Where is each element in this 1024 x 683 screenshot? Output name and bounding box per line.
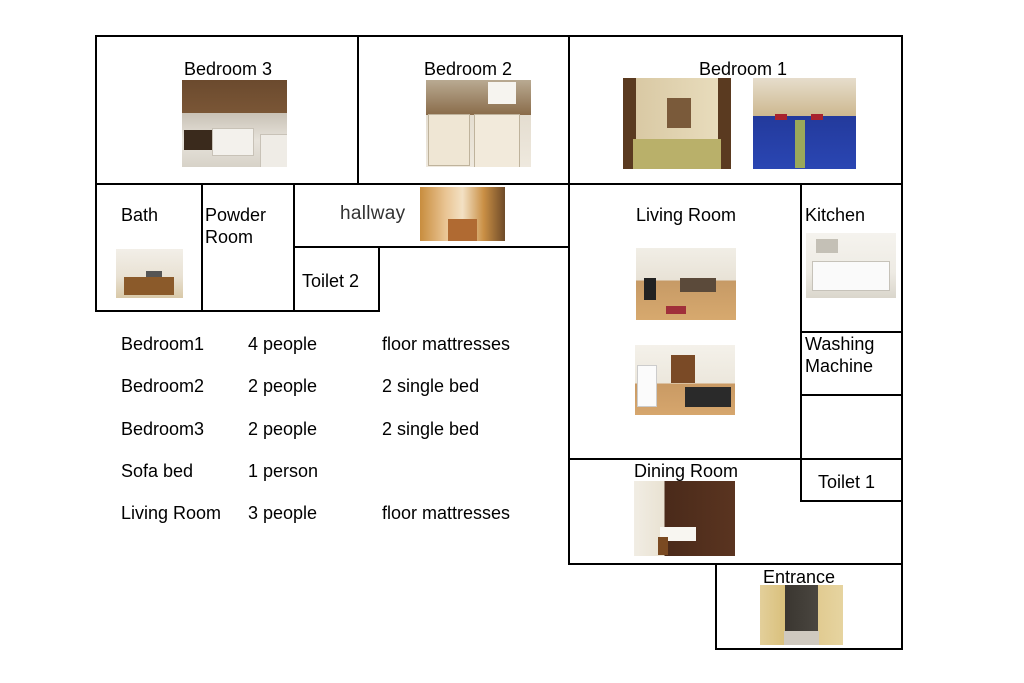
wall (95, 183, 903, 185)
wall (95, 310, 380, 312)
wall (800, 183, 802, 501)
wall (715, 648, 903, 650)
bedroom1-photo-2 (753, 78, 856, 169)
hallway-photo (420, 187, 505, 241)
table-cell-people: 1 person (248, 461, 319, 481)
room-label-washing-machine: Washing Machine (805, 333, 874, 377)
table-cell-room: Living Room (121, 503, 222, 523)
table-cell-room: Bedroom1 (121, 334, 205, 354)
living-room-photo-1 (636, 248, 736, 320)
room-label-hallway: hallway (340, 203, 406, 224)
wall (568, 35, 570, 565)
bedroom2-photo (426, 80, 531, 167)
washing-machine-line1: Washing (805, 334, 875, 354)
room-label-powder-room: Powder Room (205, 204, 266, 248)
room-label-kitchen: Kitchen (805, 205, 866, 225)
room-label-toilet1: Toilet 1 (818, 472, 876, 492)
wall (201, 183, 203, 312)
table-cell-bedding: 2 single bed (382, 376, 480, 396)
table-cell-people: 4 people (248, 334, 318, 354)
room-label-bath: Bath (121, 205, 159, 225)
table-cell-bedding: floor mattresses (382, 503, 511, 523)
wall (800, 331, 903, 333)
table-cell-room: Bedroom3 (121, 419, 205, 439)
room-label-bedroom1: Bedroom 1 (699, 59, 788, 79)
room-label-toilet2: Toilet 2 (302, 271, 360, 291)
wall (293, 246, 570, 248)
living-room-photo-2 (635, 345, 735, 415)
table-cell-people: 3 people (248, 503, 318, 523)
powder-room-line2: Room (205, 227, 254, 247)
table-cell-people: 2 people (248, 419, 318, 439)
room-label-living-room: Living Room (636, 205, 737, 225)
room-label-entrance: Entrance (763, 567, 836, 587)
wall (901, 35, 903, 650)
wall (800, 394, 903, 396)
table-cell-room: Sofa bed (121, 461, 194, 481)
bath-photo (116, 249, 183, 298)
wall (568, 563, 903, 565)
wall (95, 35, 97, 312)
wall (95, 35, 903, 37)
table-cell-room: Bedroom2 (121, 376, 205, 396)
wall (357, 35, 359, 184)
washing-machine-line2: Machine (805, 356, 874, 376)
table-cell-people: 2 people (248, 376, 318, 396)
dining-room-photo (634, 481, 735, 556)
kitchen-photo (806, 233, 896, 298)
room-label-bedroom3: Bedroom 3 (184, 59, 273, 79)
table-cell-bedding: 2 single bed (382, 419, 480, 439)
room-label-dining-room: Dining Room (634, 461, 739, 481)
wall (715, 563, 717, 650)
powder-room-line1: Powder (205, 205, 267, 225)
wall (568, 458, 903, 460)
room-label-bedroom2: Bedroom 2 (424, 59, 513, 79)
wall (800, 500, 903, 502)
bedroom3-photo (182, 80, 287, 167)
entrance-photo (760, 585, 843, 645)
wall (378, 246, 380, 312)
table-cell-bedding: floor mattresses (382, 334, 511, 354)
bedroom1-photo-1 (623, 78, 731, 169)
